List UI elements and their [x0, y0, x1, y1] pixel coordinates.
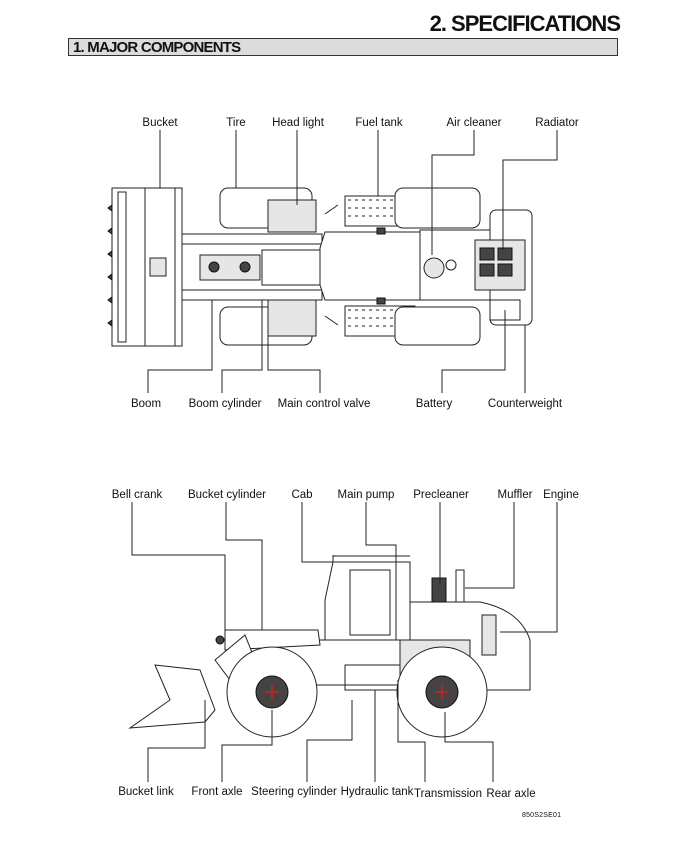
label-bucket-link: Bucket link — [118, 786, 174, 798]
label-boom-cylinder: Boom cylinder — [188, 398, 262, 410]
label-muffler: Muffler — [497, 489, 533, 501]
top-bucket — [107, 187, 183, 347]
label-steering-cylinder: Steering cylinder — [251, 786, 337, 798]
label-fuel-tank: Fuel tank — [355, 117, 403, 129]
label-transmission: Transmission — [414, 788, 482, 800]
label-main-control-valve: Main control valve — [277, 398, 371, 410]
label-boom: Boom — [130, 398, 162, 410]
section-title: 1. MAJOR COMPONENTS — [73, 39, 241, 56]
label-front-axle: Front axle — [191, 786, 243, 798]
label-air-cleaner: Air cleaner — [446, 117, 502, 129]
label-precleaner: Precleaner — [413, 489, 469, 501]
label-radiator: Radiator — [535, 117, 579, 129]
label-tire: Tire — [226, 117, 246, 129]
label-battery: Battery — [415, 398, 453, 410]
top-view-leader-lines — [147, 130, 558, 393]
section-bar: 1. MAJOR COMPONENTS — [68, 38, 618, 56]
figure-code: 850S2SE01 — [522, 812, 562, 819]
label-cab: Cab — [291, 489, 313, 501]
top-engine-compartment — [419, 209, 533, 326]
top-rear-tire-upper — [394, 187, 481, 229]
label-rear-axle: Rear axle — [486, 788, 536, 800]
label-counterweight: Counterweight — [487, 398, 563, 410]
label-engine: Engine — [543, 489, 579, 501]
top-rear-tire-lower — [394, 306, 481, 346]
chapter-title: 2. SPECIFICATIONS — [429, 11, 621, 36]
top-boom — [181, 233, 323, 301]
label-bucket: Bucket — [142, 117, 178, 129]
label-bucket-cylinder: Bucket cylinder — [188, 489, 266, 501]
label-hydraulic-tank: Hydraulic tank — [340, 786, 414, 798]
label-bell-crank: Bell crank — [111, 489, 163, 501]
label-head-light: Head light — [272, 117, 324, 129]
label-main-pump: Main pump — [337, 489, 395, 501]
